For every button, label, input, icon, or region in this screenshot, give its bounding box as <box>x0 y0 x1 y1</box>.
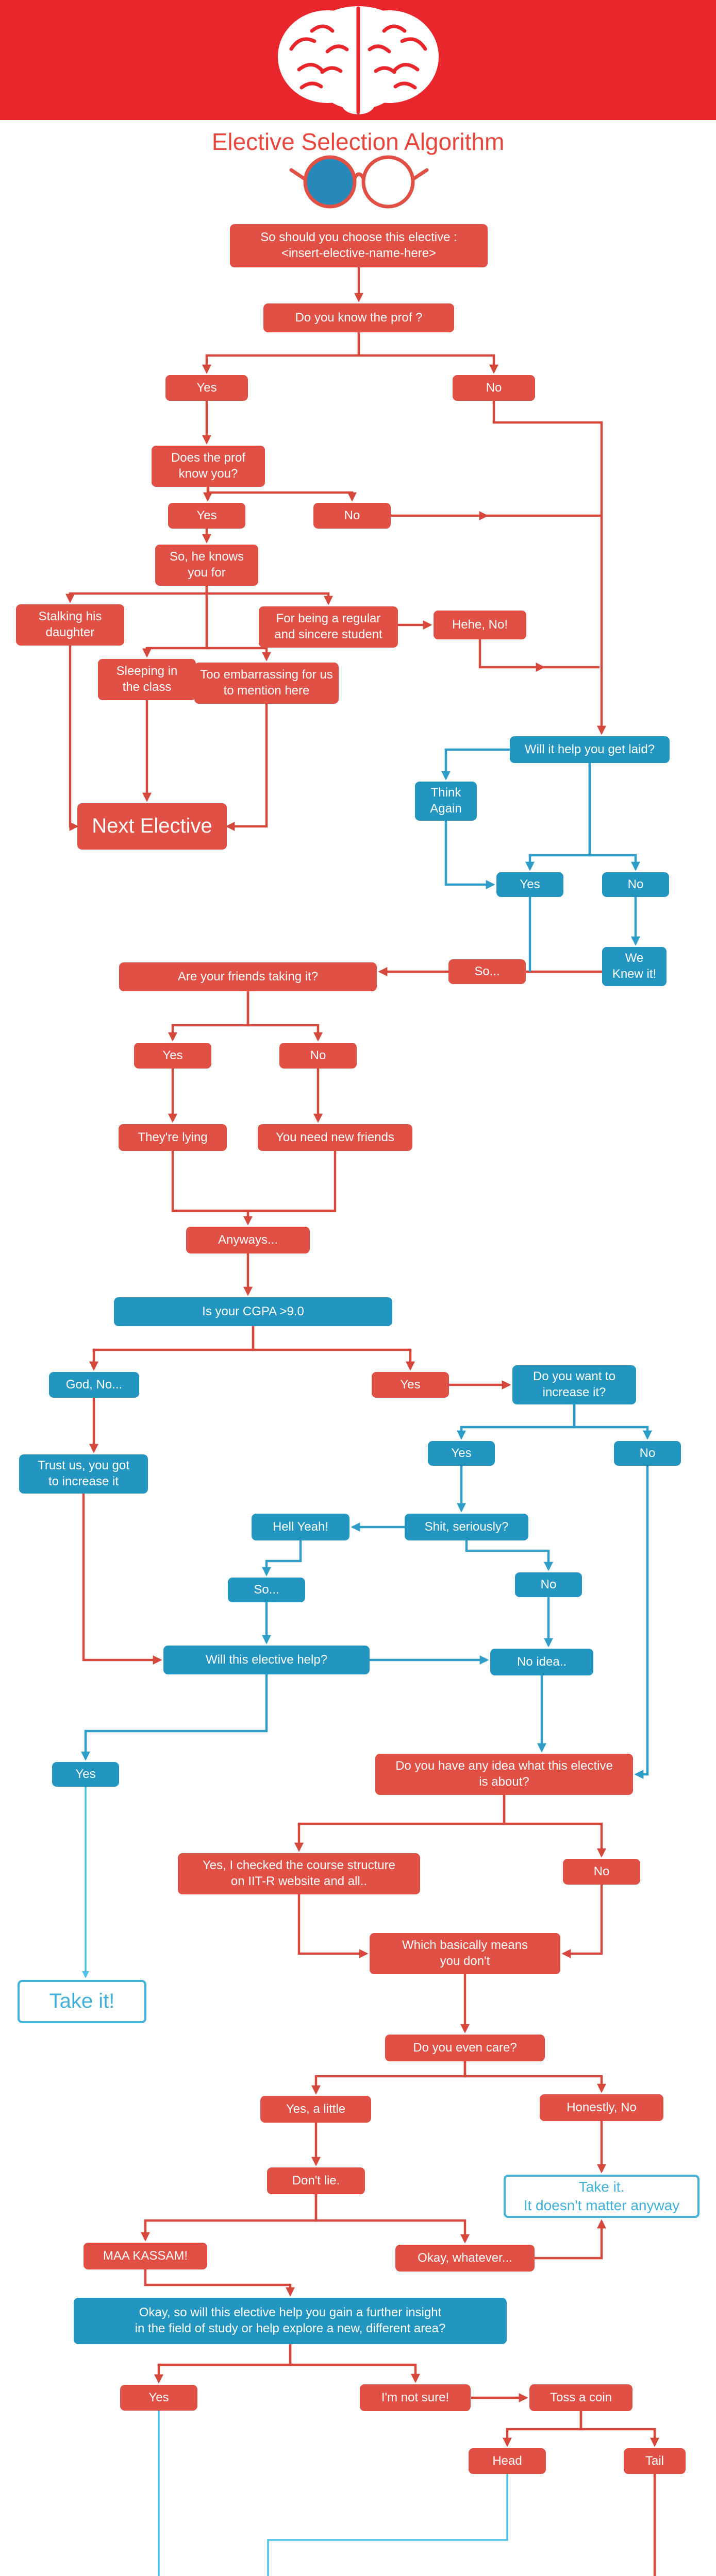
node-not-sure: I'm not sure! <box>360 2384 471 2411</box>
node-get-laid: Will it help you get laid? <box>510 736 670 763</box>
node-toss-coin: Toss a coin <box>529 2384 632 2411</box>
node-no-laid: No <box>602 872 669 897</box>
node-yes1: Yes <box>165 375 248 401</box>
node-next-elective-1: Next Elective <box>77 803 227 850</box>
node-increase-it: Do you want to increase it? <box>512 1365 636 1404</box>
node-any-idea: Do you have any idea what this elective … <box>375 1754 633 1795</box>
node-no3: No <box>279 1043 357 1069</box>
node-anyways: Anyways... <box>186 1227 310 1253</box>
node-no-idea: No idea.. <box>490 1649 593 1675</box>
node-yes4: Yes <box>372 1372 449 1398</box>
node-take-it-1: Take it! <box>18 1980 146 2023</box>
node-god-no: God, No... <box>49 1372 139 1398</box>
node-hehe-no: Hehe, No! <box>434 611 526 639</box>
node-yes-help: Yes <box>52 1762 119 1787</box>
node-friends-taking: Are your friends taking it? <box>119 962 377 991</box>
node-tail: Tail <box>624 2448 686 2474</box>
node-prof-know-you: Does the prof know you? <box>152 446 265 487</box>
node-head: Head <box>469 2448 546 2474</box>
node-so-red: So... <box>448 959 526 984</box>
header-banner <box>0 0 716 120</box>
node-cgpa: Is your CGPA >9.0 <box>114 1297 392 1326</box>
light-blue-connectors <box>82 1787 508 2576</box>
node-regular-student: For being a regular and sincere student <box>259 606 398 648</box>
node-know-prof: Do you know the prof ? <box>263 303 454 332</box>
node-hell-yeah: Hell Yeah! <box>252 1514 349 1540</box>
blue-connectors <box>81 748 652 1779</box>
node-no-seriously: No <box>515 1572 582 1597</box>
node-shit-seriously: Shit, seriously? <box>405 1514 528 1540</box>
node-even-care: Do you even care? <box>385 2035 545 2061</box>
node-so-blue: So... <box>228 1578 305 1602</box>
node-knows-you-for: So, he knows you for <box>155 545 258 586</box>
node-new-friends: You need new friends <box>258 1124 412 1151</box>
node-stalking: Stalking his daughter <box>16 604 124 646</box>
page-title: Elective Selection Algorithm <box>211 128 505 155</box>
node-honestly-no: Honestly, No <box>540 2094 663 2121</box>
node-prompt: So should you choose this elective : <in… <box>230 224 488 267</box>
node-yes3: Yes <box>134 1043 211 1069</box>
node-yes-little: Yes, a little <box>260 2096 371 2123</box>
node-sleeping: Sleeping in the class <box>98 659 196 700</box>
node-okay-whatever: Okay, whatever... <box>395 2245 535 2272</box>
node-maa-kassam: MAA KASSAM! <box>84 2243 207 2269</box>
node-think-again: Think Again <box>415 782 477 821</box>
node-embarrassing: Too embarrassing for us to mention here <box>194 663 339 704</box>
brain-icon <box>278 6 439 114</box>
node-final-question: Okay, so will this elective help you gai… <box>74 2298 507 2344</box>
glasses-icon <box>289 155 429 209</box>
node-trust-us: Trust us, you got to increase it <box>19 1454 148 1494</box>
node-no4: No <box>563 1859 640 1885</box>
node-we-knew-it: We Knew it! <box>602 947 667 986</box>
node-checked-course: Yes, I checked the course structure on I… <box>178 1853 420 1894</box>
node-which-means: Which basically means you don't <box>370 1933 560 1974</box>
node-take-it-matter: Take it. It doesn't matter anyway <box>504 2175 700 2218</box>
node-theyre-lying: They're lying <box>119 1124 227 1151</box>
node-yes2: Yes <box>168 503 245 529</box>
node-no2: No <box>313 503 391 529</box>
node-yes-laid: Yes <box>496 872 563 897</box>
node-yes-increase: Yes <box>428 1441 495 1466</box>
node-no1: No <box>453 375 535 401</box>
node-yes5: Yes <box>120 2385 197 2411</box>
node-no-increase: No <box>614 1441 681 1466</box>
node-will-help: Will this elective help? <box>163 1646 370 1674</box>
red-connectors <box>65 267 659 2576</box>
node-dont-lie: Don't lie. <box>267 2167 365 2194</box>
